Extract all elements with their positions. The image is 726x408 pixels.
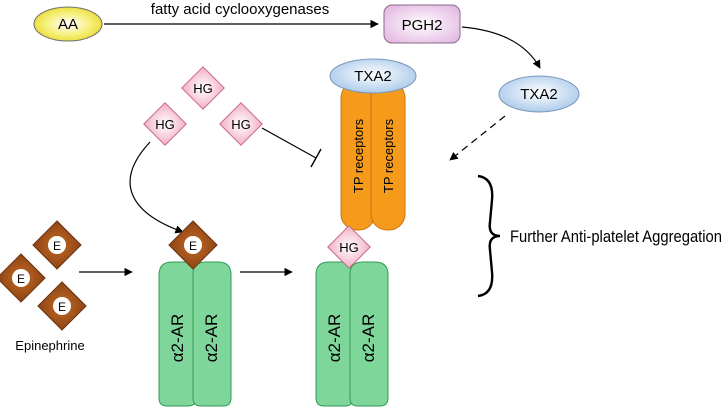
hg-label: HG — [231, 117, 251, 132]
aa-node: AA — [33, 6, 103, 42]
tp-receptor-label-right: TP receptors — [381, 118, 396, 193]
dashed-arrow-txa2-to-receptor — [449, 115, 506, 161]
e-label: E — [58, 300, 66, 314]
hg-diamond-left: HG — [143, 102, 187, 146]
e-label: E — [53, 239, 61, 253]
alpha2ar-label: α2-AR — [202, 314, 221, 363]
hg-diamond-right: HG — [219, 102, 263, 146]
txa2-bound-label: TXA2 — [354, 68, 392, 85]
hg-label: HG — [155, 117, 175, 132]
hg-diamond-bound: HG — [327, 225, 371, 269]
e-diamond-1: E — [32, 220, 82, 270]
alpha2ar-label: α2-AR — [168, 314, 187, 363]
txa2-bound-node: TXA2 — [329, 58, 417, 94]
hg-diamond-top: HG — [181, 66, 225, 110]
txa2-free-label: TXA2 — [520, 86, 558, 103]
pgh2-label: PGH2 — [402, 17, 443, 34]
e-diamond-2: E — [0, 253, 46, 303]
hg-label: HG — [339, 240, 359, 255]
e-diamond-3: E — [37, 281, 87, 331]
alpha2ar-label: α2-AR — [359, 314, 378, 363]
e-label: E — [17, 272, 25, 286]
right-brace — [477, 174, 501, 298]
arrow-pgh2-to-txa2 — [461, 26, 541, 69]
e-label: E — [189, 239, 197, 253]
tp-receptor: TP receptors TP receptors — [340, 81, 406, 231]
pgh2-node: PGH2 — [383, 4, 461, 44]
alpha2ar-receptor-right: α2-AR α2-AR — [315, 261, 389, 407]
inhibition-line — [261, 127, 322, 168]
alpha2ar-receptor-left: α2-AR α2-AR — [158, 261, 232, 407]
alpha2ar-label: α2-AR — [325, 314, 344, 363]
outcome-label: Further Anti-platelet Aggregation — [510, 227, 722, 246]
e-diamond-bound: E — [168, 220, 218, 270]
epinephrine-label: Epinephrine — [15, 338, 84, 353]
tp-receptor-label-left: TP receptors — [351, 118, 366, 193]
aa-label: AA — [58, 16, 78, 33]
txa2-free-node: TXA2 — [498, 75, 580, 113]
enzyme-label: fatty acid cyclooxygenases — [151, 1, 329, 18]
hg-label: HG — [193, 81, 213, 96]
arrow-hg-to-alpha2ar — [129, 141, 184, 234]
